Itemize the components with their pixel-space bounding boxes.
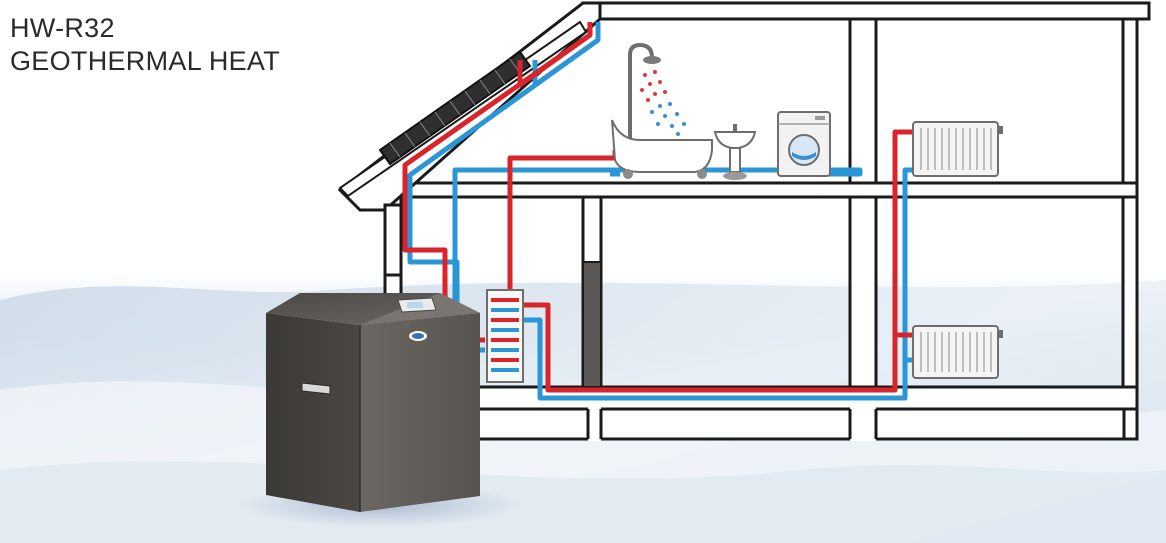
right-wall: [1121, 17, 1139, 441]
product-subtitle: GEOTHERMAL HEAT: [10, 46, 281, 76]
sink-icon: [713, 124, 757, 180]
page-title: HW-R32 GEOTHERMAL HEAT: [10, 12, 280, 78]
washing-machine-icon: [777, 111, 831, 177]
heat-pump-unit: [240, 293, 520, 527]
unit-label-plate: [301, 382, 331, 395]
model-name: HW-R32: [10, 13, 115, 43]
bathtub-icon: [611, 119, 713, 179]
unit-front-panel: [360, 313, 480, 512]
foundation-mid: [599, 407, 852, 441]
foundation-right: [874, 407, 1126, 441]
control-panel-display: [397, 297, 437, 313]
gable-post: [383, 203, 403, 277]
interior-partition: [582, 261, 602, 388]
middle-wall-upper: [848, 17, 878, 185]
shower-icon: [628, 42, 686, 140]
radiator-icon: [912, 121, 1003, 177]
radiator-icon: [912, 325, 1003, 379]
upper-floor: [383, 181, 1139, 199]
buffer-tank: [486, 289, 524, 383]
solar-panel-icon: [378, 50, 532, 166]
roof-cap: [581, 1, 1151, 21]
unit-side-panel: [266, 313, 360, 512]
middle-wall-lower: [848, 195, 878, 389]
